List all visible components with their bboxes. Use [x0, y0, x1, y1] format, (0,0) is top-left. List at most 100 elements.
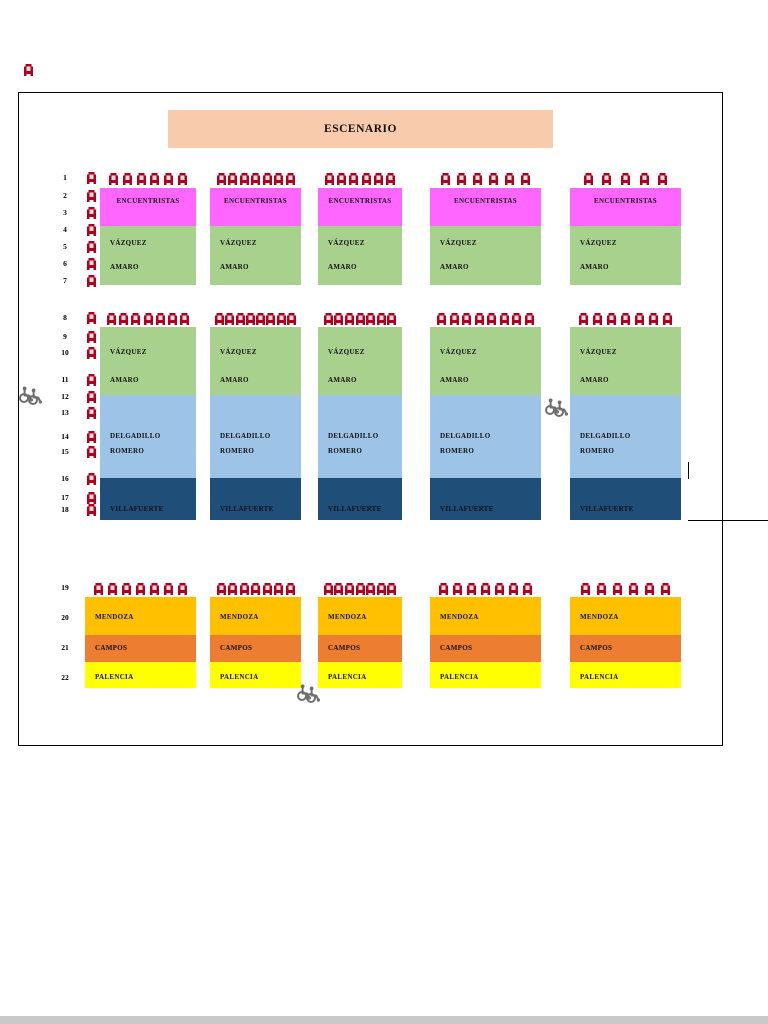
- aisle-chair-slot: [87, 391, 96, 403]
- chair-icon: [524, 312, 534, 325]
- row-number: 14: [61, 432, 69, 441]
- seat-group-label: AMARO: [580, 263, 609, 271]
- palencia-section: PALENCIA: [85, 662, 196, 688]
- chair-icon: [119, 312, 129, 325]
- chair-icon: [649, 312, 658, 325]
- chair-icon: [251, 582, 260, 595]
- chair-icon: [467, 582, 476, 595]
- aisle-chair-slot: [87, 374, 96, 386]
- divider-line: [688, 520, 768, 521]
- chair-icon: [495, 582, 504, 595]
- chair-icon: [235, 312, 245, 325]
- chair-icon: [489, 173, 498, 185]
- chair-icon: [661, 582, 670, 595]
- seat-group-label: ENCUENTRISTAS: [328, 197, 392, 205]
- chair-icon: [355, 312, 365, 325]
- seat-group-label: MENDOZA: [440, 613, 479, 621]
- seat-group-label: VÁZQUEZ: [328, 239, 365, 247]
- encuentristas-section: ENCUENTRISTAS: [100, 188, 196, 226]
- seat-row-top-block5: [570, 170, 681, 188]
- wheelchair-seating-marker: [296, 684, 321, 703]
- chair-icon: [87, 504, 96, 516]
- chair-icon: [645, 582, 654, 595]
- wheelchair-icon: [553, 400, 569, 417]
- chair-icon: [122, 173, 132, 185]
- chair-icon: [122, 582, 131, 595]
- seat-row-bottom-block4: [430, 580, 541, 597]
- chair-icon: [658, 173, 668, 185]
- seat-group-label: AMARO: [110, 263, 139, 271]
- chair-icon: [225, 312, 235, 325]
- mendoza-section: MENDOZA: [85, 597, 196, 635]
- row-number: 6: [63, 259, 67, 268]
- chair-icon: [387, 312, 397, 325]
- aisle-chair-slot: [87, 172, 96, 184]
- chair-icon: [323, 582, 333, 595]
- seat-row-bottom-block2: [210, 580, 301, 597]
- aisle-chair-slot: [87, 407, 96, 419]
- seat-group-label: ENCUENTRISTAS: [454, 197, 517, 205]
- seat-group-label: PALENCIA: [328, 673, 367, 681]
- chair-icon: [87, 241, 96, 253]
- aisle-chair-slot: [87, 473, 96, 485]
- chair-icon: [512, 312, 522, 325]
- chair-icon: [262, 582, 272, 595]
- chair-icon: [164, 582, 173, 595]
- row-number: 22: [61, 673, 69, 682]
- aisle-chair-slot: [87, 207, 96, 219]
- chair-icon: [620, 173, 630, 185]
- palencia-section: PALENCIA: [430, 662, 541, 688]
- aisle-chair-slot: [87, 504, 96, 516]
- chair-icon: [474, 312, 484, 325]
- chair-icon: [499, 312, 509, 325]
- wheelchair-icon: [27, 388, 43, 405]
- chair-icon: [87, 331, 96, 343]
- stage-banner: ESCENARIO: [168, 110, 553, 148]
- seat-group-label: ROMERO: [220, 447, 255, 455]
- aisle-chair-slot: [87, 431, 96, 443]
- aisle-chair-slot: [87, 347, 96, 359]
- vazquez-amaro-section: VÁZQUEZ AMARO: [570, 327, 681, 395]
- row-number: 19: [61, 583, 69, 592]
- chair-icon: [167, 312, 177, 325]
- chair-icon: [523, 582, 532, 595]
- aisle-chair-slot: [87, 275, 96, 287]
- encuentristas-section: ENCUENTRISTAS: [210, 188, 301, 226]
- chair-icon: [87, 347, 96, 359]
- seat-group-label: AMARO: [220, 263, 249, 271]
- chair-icon: [143, 312, 153, 325]
- row-number: 12: [61, 392, 69, 401]
- encuentristas-section: ENCUENTRISTAS: [430, 188, 541, 226]
- chair-icon: [453, 582, 462, 595]
- seat-group-label: AMARO: [580, 376, 609, 384]
- chair-icon: [602, 173, 612, 185]
- row-number: 17: [61, 493, 69, 502]
- chair-icon: [87, 446, 96, 458]
- seat-group-label: ENCUENTRISTAS: [594, 197, 657, 205]
- palencia-section: PALENCIA: [210, 662, 301, 688]
- chair-icon: [439, 582, 448, 595]
- wheelchair-icon: [305, 686, 321, 703]
- chair-icon: [285, 173, 295, 185]
- chair-icon: [473, 173, 482, 185]
- palencia-section: PALENCIA: [318, 662, 402, 688]
- chair-icon: [245, 312, 255, 325]
- page-corner-chair-marker: [24, 64, 33, 76]
- row-number: 16: [61, 474, 69, 483]
- chair-icon: [178, 582, 187, 595]
- villafuerte-section: VILLAFUERTE: [210, 478, 301, 520]
- chair-icon: [462, 312, 472, 325]
- stage-label: ESCENARIO: [324, 123, 397, 135]
- seat-group-label: ROMERO: [580, 447, 615, 455]
- seat-group-label: VÁZQUEZ: [580, 348, 617, 356]
- chair-icon: [228, 582, 237, 595]
- chair-icon: [87, 374, 96, 386]
- seat-row-bottom-block1: [85, 580, 196, 597]
- chair-icon: [155, 312, 165, 325]
